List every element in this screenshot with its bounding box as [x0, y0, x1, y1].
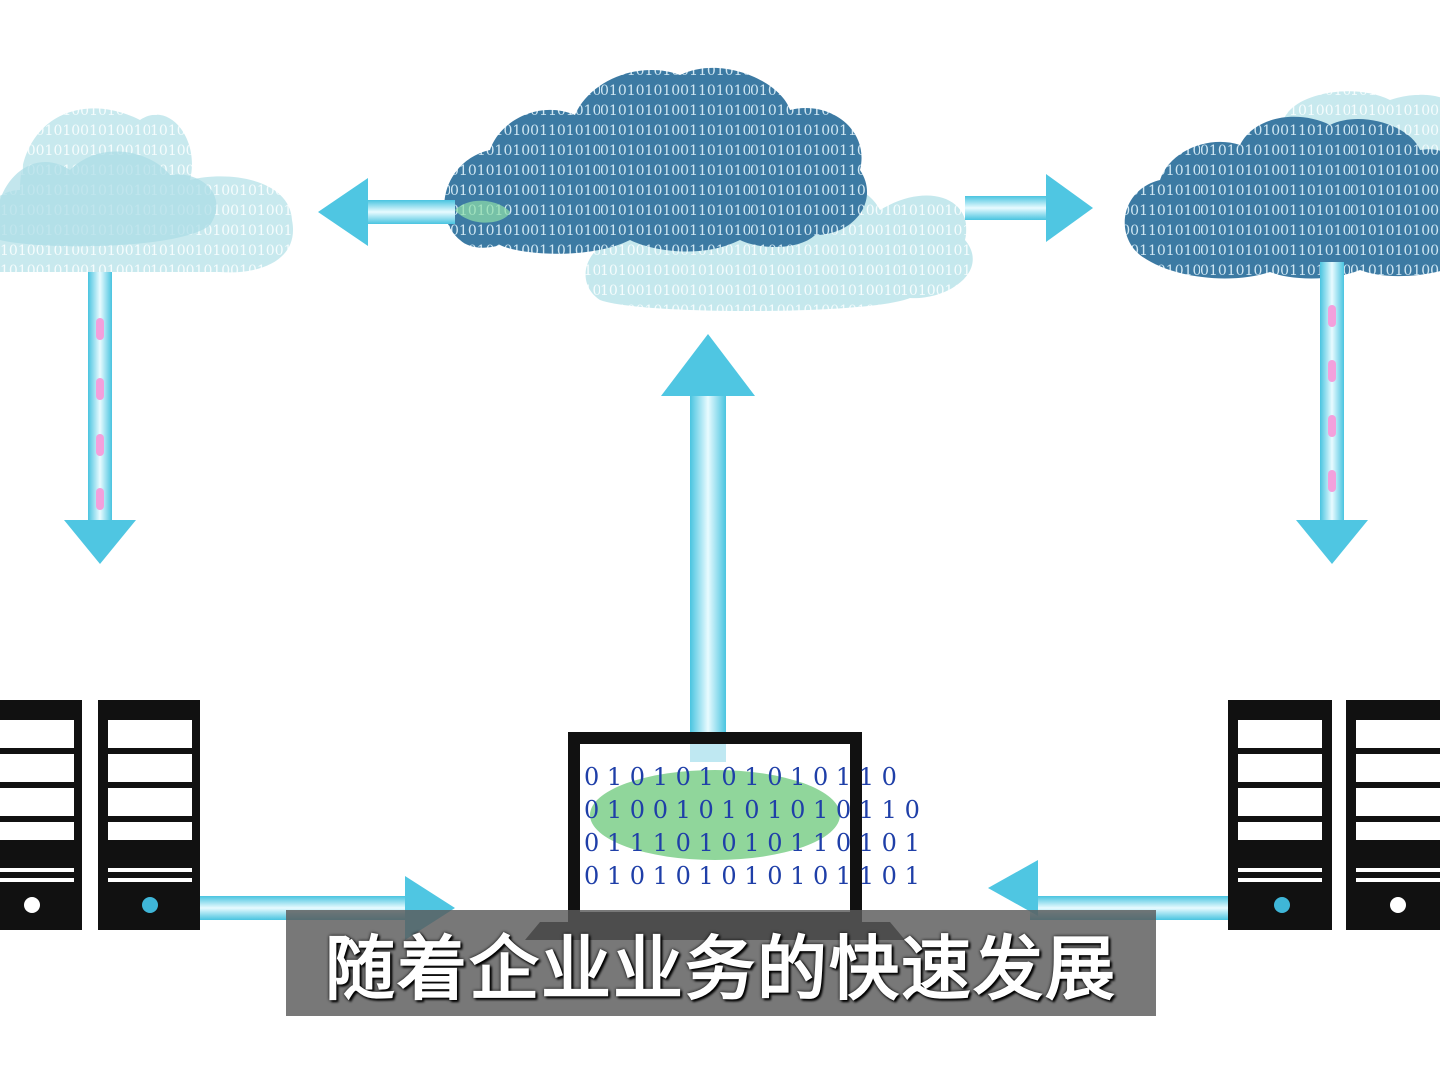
arrow-down-left-icon [64, 272, 136, 564]
cloud-center-icon [444, 67, 973, 312]
laptop-icon: 0 1 0 1 0 1 0 1 0 1 0 1 1 0 0 1 0 0 1 0 … [525, 732, 920, 940]
cloud-left-icon [0, 108, 294, 273]
arrow-left-icon [318, 178, 455, 246]
arrow-down-right-icon [1296, 262, 1368, 564]
server-tower-left-2-icon [98, 700, 200, 930]
screen-binary-text: 0 1 0 1 0 1 0 1 0 1 0 1 1 0 0 1 0 0 1 0 … [584, 763, 920, 890]
subtitle-bar: 随着企业业务的快速发展 [286, 910, 1156, 1016]
arrow-up-center-icon [661, 334, 755, 737]
svg-text:0 1 0 1 0 1 0 1 0 1 0 1 1 0 1: 0 1 0 1 0 1 0 1 0 1 0 1 1 0 1 [584, 862, 920, 890]
server-tower-right-1-icon [1228, 700, 1332, 930]
arrow-right-icon [965, 174, 1093, 242]
server-tower-right-2-icon [1346, 700, 1440, 930]
svg-text:0 1 0 0 1 0 1 0 1 0 1 0 1 1 0: 0 1 0 0 1 0 1 0 1 0 1 0 1 1 0 [584, 796, 920, 824]
svg-text:0 1 1 1 0 1 0 1 0 1 1 0 1 0 1: 0 1 1 1 0 1 0 1 0 1 1 0 1 0 1 [584, 829, 920, 857]
svg-text:0 1 0 1 0 1 0 1 0 1 0 1 1 0: 0 1 0 1 0 1 0 1 0 1 0 1 1 0 [584, 763, 897, 791]
server-tower-left-1-icon [0, 700, 82, 930]
cloud-right-icon [1124, 91, 1440, 279]
screen-cloud-icon [590, 770, 840, 860]
subtitle-text: 随着企业业务的快速发展 [325, 927, 1117, 1010]
